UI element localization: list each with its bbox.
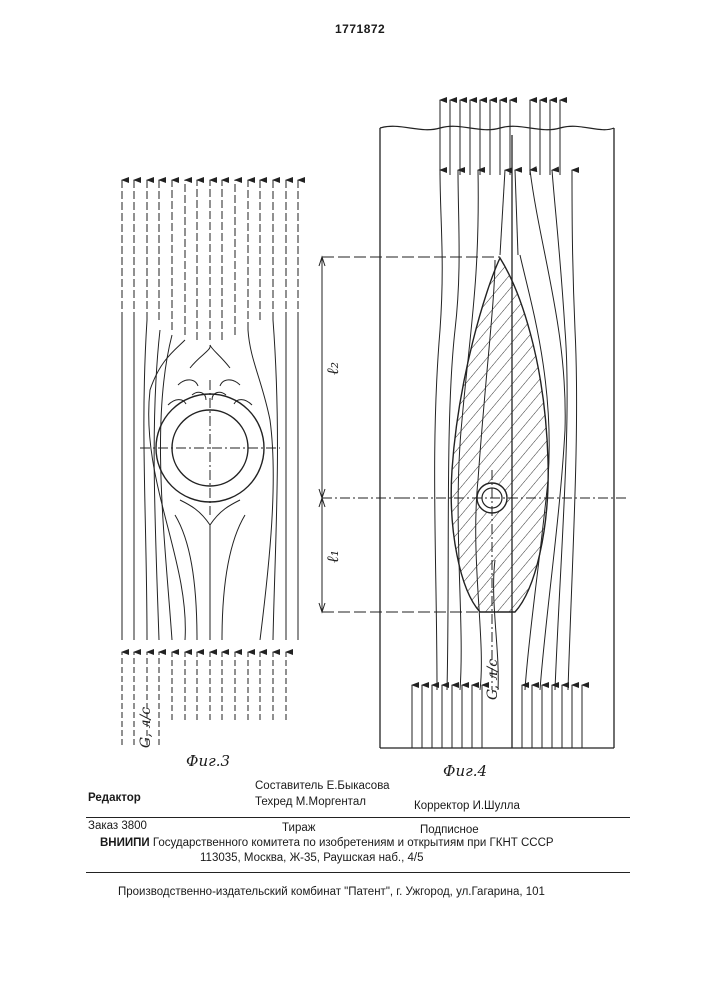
imprint-rule-bottom [86, 872, 630, 873]
fig4-flow-label: G, л/с [485, 659, 501, 700]
corrector-line: Корректор И.Шулла [414, 800, 520, 812]
publisher-line: Производственно-издательский комбинат "П… [118, 886, 545, 898]
techred-line: Техред М.Моргентал [255, 796, 366, 808]
org-description: Государственного комитета по изобретения… [153, 837, 554, 849]
fig4-dim-upper: ℓ₂ [323, 362, 342, 375]
circulation-line: Тираж [282, 822, 315, 834]
fig4-caption: Фиг.4 [443, 762, 487, 780]
figure-4-drawing [319, 100, 628, 748]
compiler-line: Составитель Е.Быкасова [255, 780, 390, 792]
subscription-line: Подписное [420, 824, 479, 836]
org-name: ВНИИПИ [100, 837, 150, 849]
order-line: Заказ 3800 [88, 820, 147, 832]
fig3-caption: Фиг.3 [186, 752, 230, 770]
fig4-dim-lower: ℓ₁ [323, 550, 342, 563]
figure-3-drawing [122, 180, 298, 745]
imprint-rule-top [86, 817, 630, 818]
fig3-top-streamlines [122, 180, 298, 340]
fig4-top-arrows [440, 100, 560, 175]
org-line: ВНИИПИ Государственного комитета по изоб… [100, 837, 554, 849]
fig3-flow-label: G, л/с [138, 707, 154, 748]
address-line: 113035, Москва, Ж-35, Раушская наб., 4/5 [200, 852, 423, 864]
editor-label: Редактор [88, 792, 141, 804]
